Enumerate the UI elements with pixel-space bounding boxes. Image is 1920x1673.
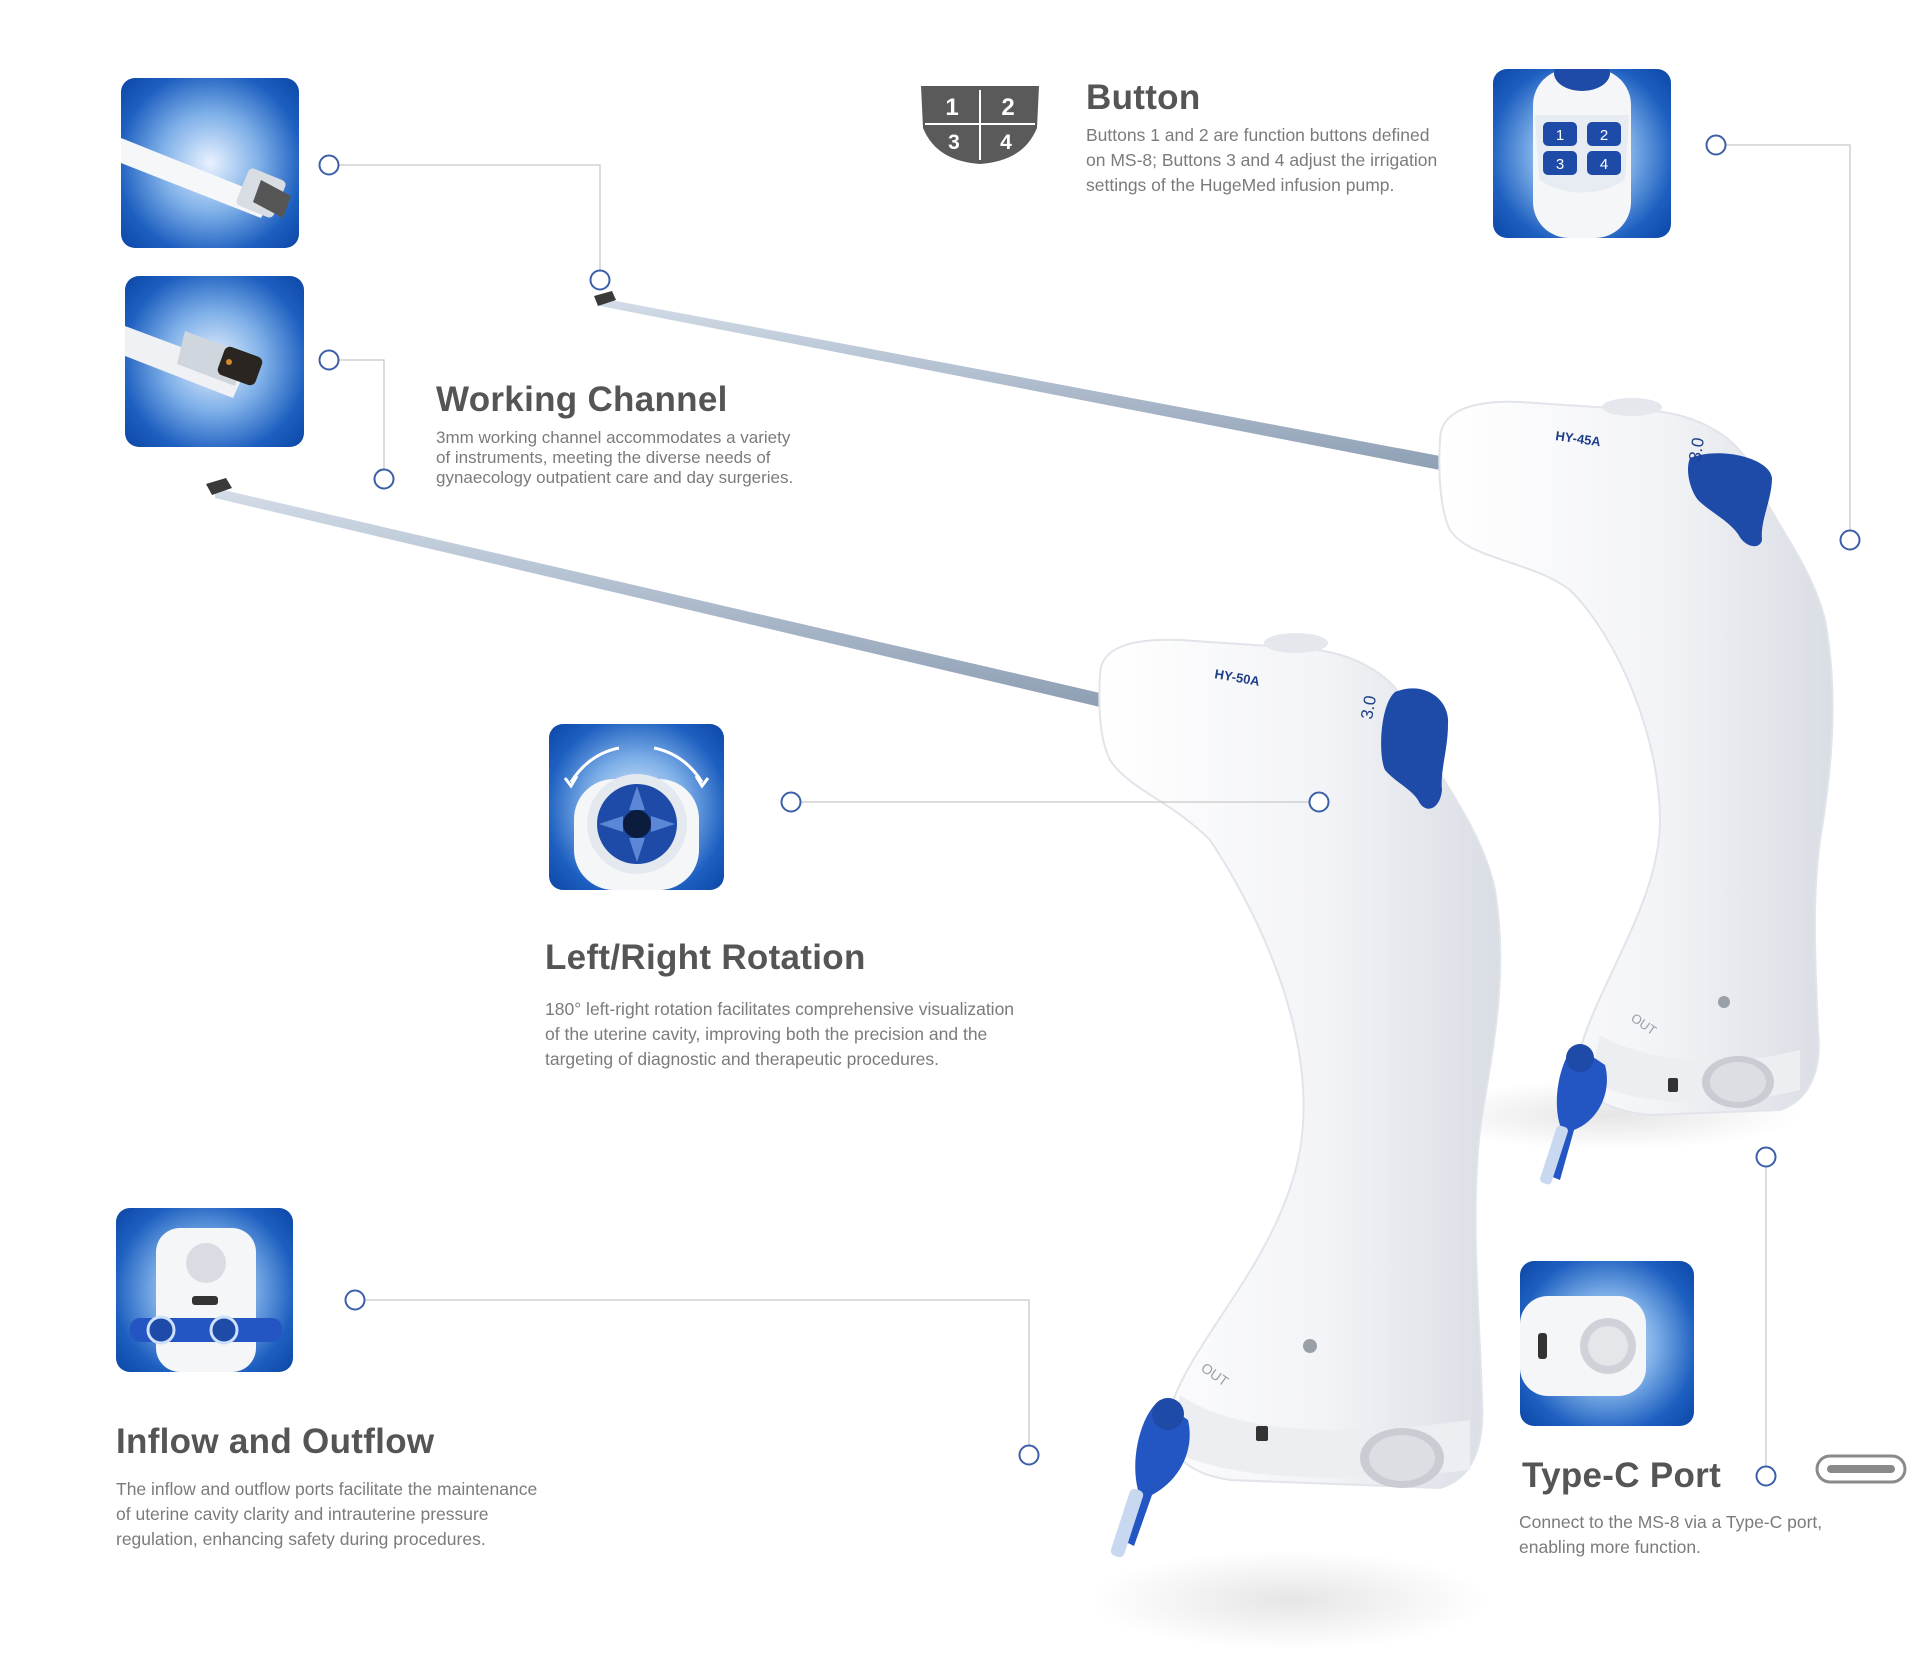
leader-lines (337, 144, 1851, 1481)
marker-button-thumb (1705, 134, 1727, 156)
rotate-right-arrow-icon (653, 746, 704, 783)
marker-shaft-2 (373, 468, 395, 490)
inflow-outflow-title: Inflow and Outflow (116, 1422, 435, 1461)
button-keypad-icon: 1 2 3 4 (921, 86, 1039, 164)
keypad-key-2: 2 (1001, 94, 1014, 121)
marker-shaft-1 (589, 269, 611, 291)
keypad-key-1: 1 (945, 94, 958, 121)
thumb-tip-open (121, 78, 299, 248)
inflow-outflow-description: The inflow and outflow ports facilitate … (116, 1479, 538, 1549)
svg-text:3: 3 (1556, 156, 1564, 173)
marker-typec-label (1755, 1465, 1777, 1487)
working-channel-description: 3mm working channel accommodates a varie… (436, 428, 794, 487)
rotate-left-arrow-icon (569, 746, 620, 783)
marker-rings (318, 134, 1861, 1487)
marker-tip-2 (318, 349, 340, 371)
thumb-button-keypad: 1 2 3 4 (1493, 69, 1671, 238)
marker-button-device (1839, 529, 1861, 551)
device-hy-50a (206, 478, 1502, 1650)
device-hy-45a (594, 291, 1834, 1185)
working-channel-title: Working Channel (436, 380, 728, 419)
size-label-back: 3.0 (1685, 436, 1708, 463)
marker-rotation-device (1308, 791, 1330, 813)
marker-inflow-thumb (344, 1289, 366, 1311)
keypad-key-3: 3 (948, 131, 960, 154)
svg-text:4: 4 (1600, 156, 1608, 173)
thumb-inflow-outflow (116, 1208, 293, 1372)
marker-rotation-thumb (780, 791, 802, 813)
rotation-description: 180° left-right rotation facilitates com… (545, 999, 1015, 1069)
marker-tip-1 (318, 154, 340, 176)
svg-text:2: 2 (1600, 127, 1608, 144)
marker-inflow-device (1018, 1444, 1040, 1466)
button-title: Button (1086, 78, 1201, 117)
thumb-tip-camera (125, 276, 304, 447)
thumb-rotation-knob (549, 724, 724, 890)
svg-text:1: 1 (1556, 127, 1564, 144)
thumb-type-c-port (1520, 1261, 1694, 1426)
button-description: Buttons 1 and 2 are function buttons def… (1086, 125, 1438, 195)
rotation-title: Left/Right Rotation (545, 938, 866, 977)
size-label-front: 3.0 (1357, 694, 1380, 721)
type-c-description: Connect to the MS-8 via a Type-C port, e… (1519, 1512, 1823, 1557)
keypad-key-4: 4 (1000, 131, 1012, 154)
model-label-back: HY-45A (1555, 428, 1603, 449)
type-c-title: Type-C Port (1522, 1456, 1722, 1495)
marker-typec-device (1755, 1146, 1777, 1168)
type-c-port-icon (1815, 1454, 1907, 1484)
